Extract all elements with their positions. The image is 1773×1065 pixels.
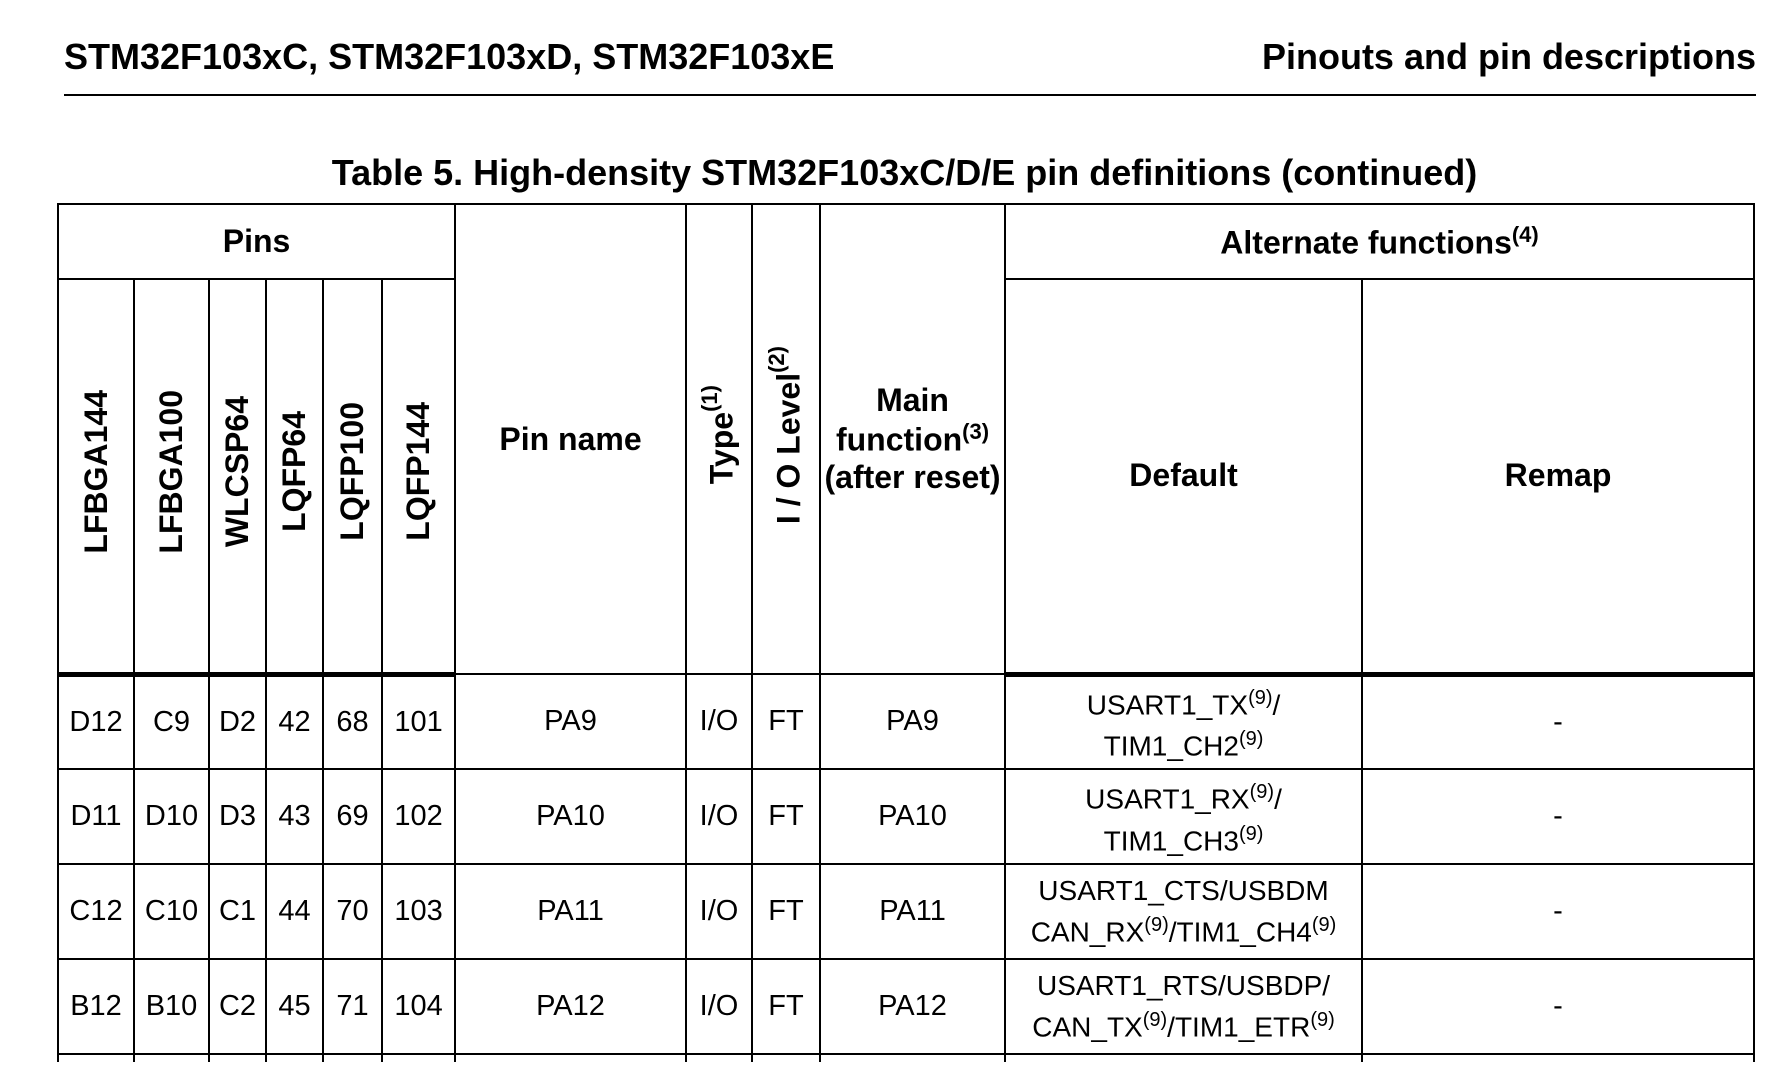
type-cell: I/O — [685, 768, 754, 865]
remap-cell: - — [1361, 768, 1756, 865]
lfbga144-cell: D11 — [57, 768, 135, 865]
lqfp100-cell: 69 — [322, 768, 383, 865]
lqfp100-cell: 70 — [322, 863, 383, 960]
lfbga100-cell: D10 — [133, 768, 210, 865]
table-row: C12 C10 C1 44 70 103 PA11 I/O FT PA11 US… — [57, 863, 1756, 960]
main-function-cell: PA9 — [819, 673, 1007, 770]
pin-definitions-table: Pins Pin name Type(1) I / O Level(2) Mai… — [56, 203, 1756, 1062]
default-header: Default — [1004, 278, 1364, 677]
io-level-cell: FT — [751, 673, 822, 770]
main-function-header: Main function(3) (after reset) — [819, 203, 1007, 675]
header-section-title: Pinouts and pin descriptions — [1261, 36, 1756, 77]
lqfp144-cell: 101 — [380, 673, 457, 770]
lqfp144-header: LQFP144 — [380, 278, 457, 677]
type-cell: I/O — [685, 958, 754, 1055]
alternate-functions-header: Alternate functions(4) — [1004, 203, 1756, 280]
default-function-cell: USART1_CTS/USBDM CAN_RX(9)/TIM1_CH4(9) — [1004, 863, 1364, 960]
lfbga144-cell: D12 — [57, 673, 135, 770]
lqfp64-cell: 43 — [265, 768, 324, 865]
lfbga144-header: LFBGA144 — [57, 278, 135, 677]
lqfp144-cell: 103 — [380, 863, 457, 960]
io-level-header: I / O Level(2) — [751, 203, 822, 675]
io-level-cell: FT — [751, 768, 822, 865]
remap-cell: - — [1361, 863, 1756, 960]
type-cell: I/O — [685, 673, 754, 770]
table-row-continuation — [57, 1053, 1756, 1062]
wlcsp64-cell: C2 — [208, 958, 267, 1055]
lfbga100-cell: B10 — [133, 958, 210, 1055]
main-function-cell: PA12 — [819, 958, 1007, 1055]
pins-group-header: Pins — [56, 203, 457, 280]
wlcsp64-cell: D2 — [208, 673, 267, 770]
io-level-cell: FT — [751, 958, 822, 1055]
remap-cell: - — [1361, 958, 1756, 1055]
lfbga100-cell: C9 — [133, 673, 210, 770]
page-header: STM32F103xC, STM32F103xD, STM32F103xE Pi… — [64, 36, 1756, 96]
lfbga100-header: LFBGA100 — [133, 278, 210, 677]
table-title: Table 5. High-density STM32F103xC/D/E pi… — [331, 152, 1478, 193]
wlcsp64-header: WLCSP64 — [208, 278, 267, 677]
pin-name-cell: PA11 — [454, 863, 688, 960]
lfbga100-cell: C10 — [133, 863, 210, 960]
lqfp64-cell: 45 — [265, 958, 324, 1055]
lqfp100-cell: 68 — [322, 673, 383, 770]
lqfp64-header: LQFP64 — [265, 278, 324, 677]
pin-name-cell: PA10 — [454, 768, 688, 865]
lqfp100-cell: 71 — [322, 958, 383, 1055]
table-row: B12 B10 C2 45 71 104 PA12 I/O FT PA12 US… — [57, 958, 1756, 1055]
remap-cell: - — [1361, 673, 1756, 770]
default-function-cell: USART1_TX(9)/ TIM1_CH2(9) — [1004, 673, 1364, 770]
remap-header: Remap — [1361, 278, 1756, 677]
header-device-list: STM32F103xC, STM32F103xD, STM32F103xE — [64, 36, 835, 77]
type-header: Type(1) — [685, 203, 754, 675]
io-level-cell: FT — [751, 863, 822, 960]
lqfp64-cell: 42 — [265, 673, 324, 770]
lfbga144-cell: B12 — [57, 958, 135, 1055]
default-function-cell: USART1_RX(9)/ TIM1_CH3(9) — [1004, 768, 1364, 865]
lqfp144-cell: 102 — [380, 768, 457, 865]
type-cell: I/O — [685, 863, 754, 960]
lqfp64-cell: 44 — [265, 863, 324, 960]
table-row: D12 C9 D2 42 68 101 PA9 I/O FT PA9 USART… — [57, 673, 1756, 770]
pin-name-header: Pin name — [454, 203, 688, 675]
main-function-cell: PA11 — [819, 863, 1007, 960]
wlcsp64-cell: D3 — [208, 768, 267, 865]
pin-name-cell: PA9 — [454, 673, 688, 770]
lqfp144-cell: 104 — [380, 958, 457, 1055]
main-function-cell: PA10 — [819, 768, 1007, 865]
table-row: D11 D10 D3 43 69 102 PA10 I/O FT PA10 US… — [57, 768, 1756, 865]
lqfp100-header: LQFP100 — [322, 278, 383, 677]
default-function-cell: USART1_RTS/USBDP/ CAN_TX(9)/TIM1_ETR(9) — [1004, 958, 1364, 1055]
wlcsp64-cell: C1 — [208, 863, 267, 960]
lfbga144-cell: C12 — [57, 863, 135, 960]
pin-name-cell: PA12 — [454, 958, 688, 1055]
